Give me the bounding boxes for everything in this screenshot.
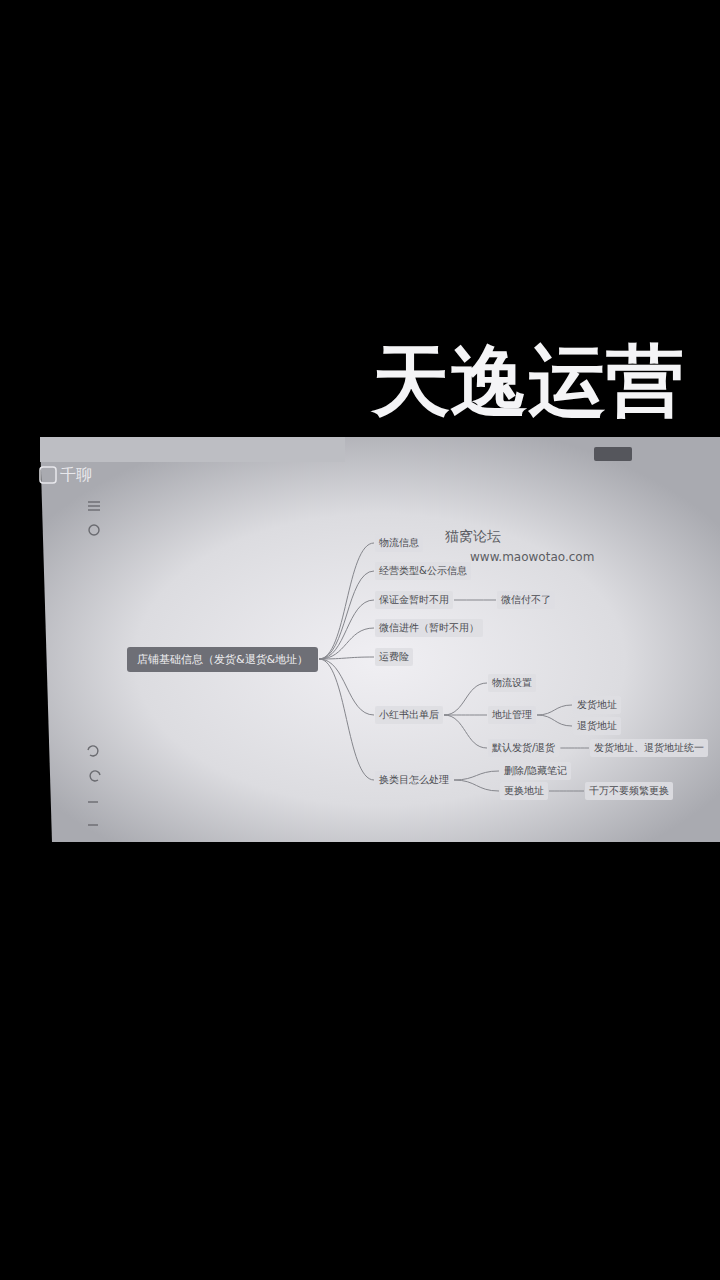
topic-text: 经营类型&公示信息: [379, 564, 467, 578]
brand-title: 天逸运营: [372, 330, 684, 435]
branch-connector: [319, 659, 374, 780]
branch-topic: 微信付不了: [497, 591, 555, 609]
topic-text: 微信付不了: [501, 593, 551, 607]
branch-connector: [319, 571, 374, 659]
tab-bar: [40, 437, 345, 462]
topic-text: 退货地址: [577, 719, 617, 733]
branch-connector: [319, 543, 374, 659]
topic-text: 店铺基础信息（发货&退货&地址）: [137, 652, 308, 667]
topic-text: 保证金暂时不用: [379, 593, 449, 607]
topic-text: 删除/隐藏笔记: [504, 764, 567, 778]
topic-text: 物流设置: [492, 676, 532, 690]
topic-text: 更换地址: [504, 784, 544, 798]
branch-topic: 发货地址、退货地址统一: [590, 739, 708, 757]
topic-text: 千万不要频繁更换: [589, 784, 669, 798]
screen-panel: [40, 437, 720, 842]
branch-connector: [444, 715, 487, 748]
branch-connector: [560, 748, 589, 749]
branch-connector: [319, 657, 374, 659]
topic-text: 物流信息: [379, 536, 419, 550]
branch-topic: 运费险: [375, 648, 413, 666]
branch-topic: 删除/隐藏笔记: [500, 762, 571, 780]
branch-topic: 经营类型&公示信息: [375, 562, 471, 580]
toolbar-icons: [88, 502, 100, 825]
branch-topic: 千万不要频繁更换: [585, 782, 673, 800]
branch-connector: [319, 600, 374, 659]
topic-text: 发货地址: [577, 698, 617, 712]
topic-text: 微信进件（暂时不用）: [379, 621, 479, 635]
branch-connector: [454, 771, 499, 780]
forum-watermark: 猫窝论坛: [445, 528, 501, 546]
branch-connector: [537, 715, 572, 726]
branch-connector: [549, 791, 584, 792]
branch-connector: [537, 705, 572, 715]
branch-topic: 物流信息: [375, 534, 423, 552]
branch-topic: 退货地址: [573, 717, 621, 735]
branch-topic: 物流设置: [488, 674, 536, 692]
branch-connector: [454, 780, 499, 791]
branch-connector: [319, 659, 374, 715]
branch-topic: 微信进件（暂时不用）: [375, 619, 483, 637]
root-topic: 店铺基础信息（发货&退货&地址）: [127, 647, 318, 672]
topic-text: 地址管理: [492, 708, 532, 722]
top-button: [594, 447, 632, 461]
branch-topic: 小红书出单后: [375, 706, 443, 724]
branch-topic: 发货地址: [573, 696, 621, 714]
topic-text: 默认发货/退货: [492, 741, 555, 755]
topic-text: 发货地址、退货地址统一: [594, 741, 704, 755]
branch-topic: 换类目怎么处理: [375, 771, 453, 789]
branch-connector: [454, 600, 496, 601]
logo-icon: [40, 467, 56, 483]
topic-text: 换类目怎么处理: [379, 773, 449, 787]
branch-topic: 保证金暂时不用: [375, 591, 453, 609]
topic-text: 运费险: [379, 650, 409, 664]
url-watermark: www.maowotao.com: [470, 550, 594, 564]
branch-topic: 更换地址: [500, 782, 548, 800]
branch-topic: 地址管理: [488, 706, 536, 724]
platform-watermark: 千聊: [60, 465, 92, 486]
branch-connector: [444, 715, 487, 716]
topic-text: 小红书出单后: [379, 708, 439, 722]
branch-topic: 默认发货/退货: [488, 739, 559, 757]
branch-connector: [319, 628, 374, 659]
branch-connector: [444, 683, 487, 715]
